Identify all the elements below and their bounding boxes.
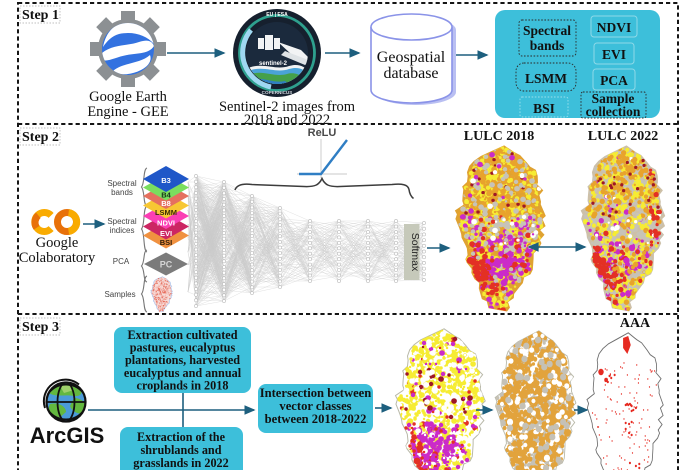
svg-text:PC: PC bbox=[160, 260, 173, 270]
svg-text:bands: bands bbox=[111, 188, 133, 197]
svg-text:EVI: EVI bbox=[602, 47, 626, 62]
svg-text:LSMM: LSMM bbox=[155, 208, 177, 217]
svg-text:Extraction cultivated: Extraction cultivated bbox=[127, 328, 237, 342]
svg-text:collection: collection bbox=[586, 104, 641, 119]
svg-text:BSI: BSI bbox=[533, 101, 555, 116]
svg-text:PCA: PCA bbox=[113, 257, 130, 266]
svg-text:Extraction of the: Extraction of the bbox=[137, 430, 226, 444]
svg-text:Step 2: Step 2 bbox=[22, 130, 59, 145]
svg-text:EU | ESA: EU | ESA bbox=[266, 12, 288, 18]
svg-text:AAA: AAA bbox=[620, 316, 651, 331]
svg-text:plantations, harvested: plantations, harvested bbox=[125, 353, 240, 367]
svg-text:between 2018-2022: between 2018-2022 bbox=[265, 412, 367, 426]
svg-text:PCA: PCA bbox=[600, 73, 628, 88]
svg-text:indices: indices bbox=[110, 226, 135, 235]
svg-text:LSMM: LSMM bbox=[525, 71, 567, 86]
svg-text:shrublands and: shrublands and bbox=[141, 443, 222, 457]
svg-text:Engine - GEE: Engine - GEE bbox=[87, 104, 168, 120]
svg-text:EVI: EVI bbox=[160, 229, 172, 238]
svg-text:LULC 2022: LULC 2022 bbox=[588, 129, 658, 144]
svg-text:Intersection between: Intersection between bbox=[260, 386, 372, 400]
svg-text:B3: B3 bbox=[161, 176, 171, 185]
svg-text:Step 3: Step 3 bbox=[22, 320, 59, 335]
svg-text:2018 and 2022: 2018 and 2022 bbox=[244, 112, 330, 128]
svg-text:Sample: Sample bbox=[592, 91, 635, 106]
svg-text:pastures, eucalyptus: pastures, eucalyptus bbox=[130, 341, 236, 355]
svg-text:ArcGIS: ArcGIS bbox=[30, 423, 105, 448]
svg-text:Softmax: Softmax bbox=[409, 233, 421, 272]
svg-text:Samples: Samples bbox=[104, 290, 135, 299]
svg-text:bands: bands bbox=[530, 38, 565, 53]
svg-text:Google Earth: Google Earth bbox=[89, 89, 167, 105]
svg-text:B8: B8 bbox=[161, 199, 171, 208]
svg-text:ReLU: ReLU bbox=[308, 127, 337, 139]
svg-text:Spectral: Spectral bbox=[107, 179, 137, 188]
svg-text:B4: B4 bbox=[161, 191, 171, 200]
svg-text:sentinel-2: sentinel-2 bbox=[259, 61, 288, 67]
svg-text:Step 1: Step 1 bbox=[22, 8, 59, 23]
svg-text:eucalyptus and annual: eucalyptus and annual bbox=[124, 366, 242, 380]
svg-text:NDVI: NDVI bbox=[157, 219, 175, 228]
svg-text:Sentinel-2 images from: Sentinel-2 images from bbox=[219, 99, 356, 115]
svg-text:croplands in 2018: croplands in 2018 bbox=[137, 378, 229, 392]
svg-text:NDVI: NDVI bbox=[597, 20, 632, 35]
svg-text:vector classes: vector classes bbox=[279, 399, 351, 413]
svg-text:database: database bbox=[383, 65, 438, 82]
svg-text:Spectral: Spectral bbox=[107, 217, 137, 226]
svg-text:grasslands in 2022: grasslands in 2022 bbox=[133, 456, 229, 470]
svg-text:LULC 2018: LULC 2018 bbox=[464, 129, 534, 144]
svg-text:Geospatial: Geospatial bbox=[377, 49, 446, 66]
svg-text:COPERNICUS: COPERNICUS bbox=[262, 90, 293, 95]
svg-text:BSI: BSI bbox=[160, 238, 173, 247]
svg-text:Colaboratory: Colaboratory bbox=[19, 250, 96, 266]
svg-text:Spectral: Spectral bbox=[523, 23, 571, 38]
svg-text:Google: Google bbox=[36, 235, 79, 251]
